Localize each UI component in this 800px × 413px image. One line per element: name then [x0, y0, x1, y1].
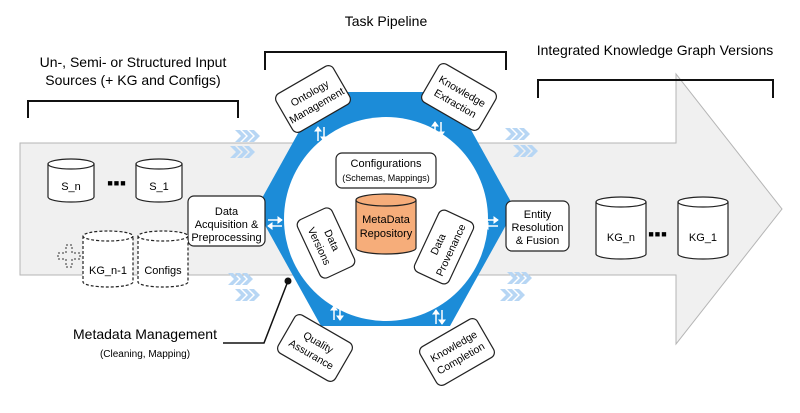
task-pipeline-bracket [264, 51, 507, 70]
input-s-n-label: S_n [61, 181, 81, 193]
input-sources-label-line1: Un-, Semi- or Structured Input [40, 54, 227, 70]
metadata-management-sub-label: (Cleaning, Mapping) [100, 349, 190, 360]
task-box-completion [419, 318, 495, 386]
input-sources-label-line2: Sources (+ KG and Configs) [45, 72, 220, 88]
configurations-box [335, 152, 437, 189]
task-box-quality [277, 314, 353, 382]
repository-label-line2: Repository [360, 228, 413, 240]
task-box-entity-resolution [505, 200, 570, 252]
task-box-acquisition [187, 195, 266, 247]
output-kg-1-cylinder [677, 196, 729, 260]
data-versions-box [296, 207, 356, 279]
input-configs-cylinder [137, 230, 189, 288]
input-sources-bracket [27, 100, 239, 118]
task-pipeline-label: Task Pipeline [345, 13, 428, 29]
data-provenance-box [413, 209, 475, 285]
output-ellipsis: ■■■ [648, 229, 667, 239]
metadata-repository-cylinder [355, 193, 417, 255]
task-box-extraction [421, 63, 497, 131]
output-kg-1-label: KG_1 [689, 232, 717, 244]
kg-versions-label: Integrated Knowledge Graph Versions [537, 42, 774, 58]
output-kg-n-label: KG_n [607, 232, 635, 244]
double-arrow-icons [267, 121, 499, 325]
input-ellipsis: ■■■ [107, 178, 126, 188]
configurations-sub-label: (Schemas, Mappings) [342, 173, 430, 183]
task-entity-line2: Resolution [512, 222, 564, 234]
task-box-ontology [275, 65, 351, 133]
configurations-label: Configurations [351, 158, 422, 170]
metadata-management-label: Metadata Management [73, 326, 217, 342]
task-entity-line3: & Fusion [516, 235, 559, 247]
input-s-1-label: S_1 [149, 181, 169, 193]
input-kg-n-1-cylinder [82, 230, 134, 288]
input-source-s-1-cylinder [135, 158, 183, 203]
task-entity-line1: Entity [524, 209, 552, 221]
plus-icon [57, 244, 81, 268]
task-acquisition-line2: Acquisition & [195, 219, 259, 231]
input-source-s-n-cylinder [47, 158, 95, 203]
input-kg-n-1-label: KG_n-1 [89, 265, 127, 277]
output-kg-n-cylinder [595, 196, 647, 260]
task-acquisition-line1: Data [215, 206, 239, 218]
metadata-callout-line [223, 277, 292, 344]
repository-label-line1: MetaData [362, 214, 411, 226]
task-acquisition-line3: Preprocessing [191, 232, 261, 244]
kg-versions-bracket [537, 79, 774, 98]
input-configs-label: Configs [144, 265, 182, 277]
